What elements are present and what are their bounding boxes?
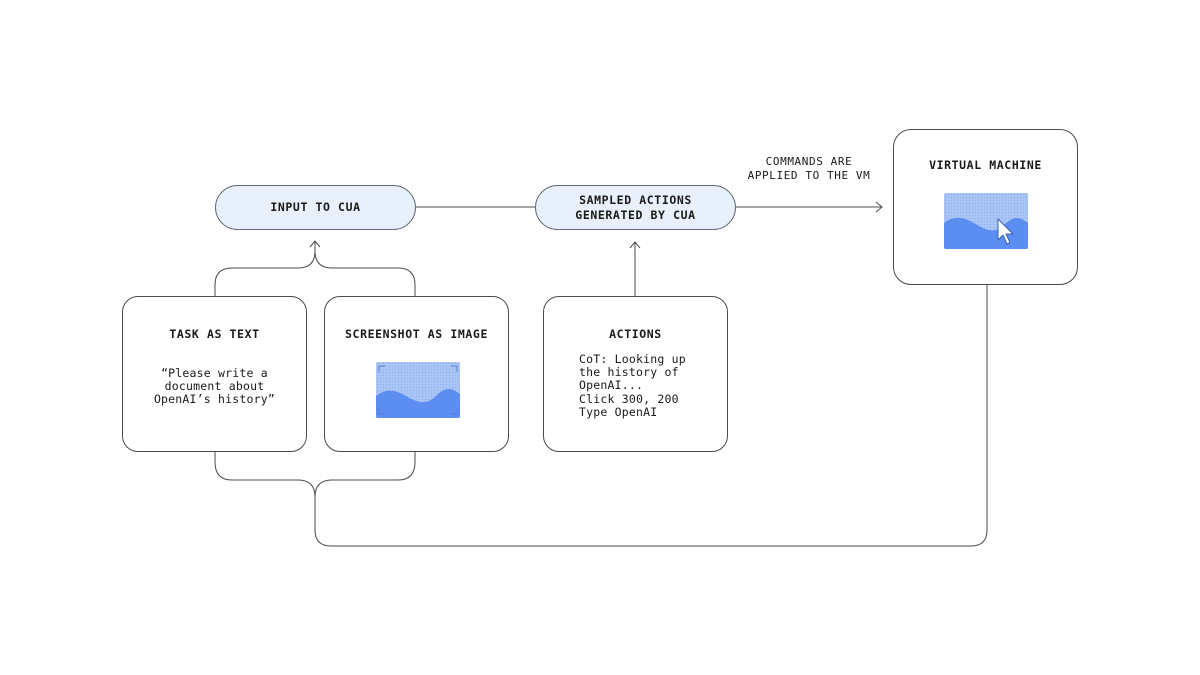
- top-brace: [214, 241, 416, 296]
- sampled-actions-pill: SAMPLED ACTIONS GENERATED BY CUA: [535, 185, 736, 230]
- landscape-image-icon: [376, 362, 460, 418]
- screenshot-as-image-card: SCREENSHOT AS IMAGE: [324, 296, 509, 452]
- mouse-cursor-icon: [997, 218, 1014, 245]
- input-to-cua-pill: INPUT TO CUA: [215, 185, 416, 230]
- task-as-text-card: TASK AS TEXT “Please write a document ab…: [122, 296, 307, 452]
- arrowhead-sampled: [629, 241, 641, 249]
- feedback-loop: [314, 284, 988, 547]
- screen-with-cursor-icon: [944, 193, 1028, 249]
- actions-card-body: CoT: Looking up the history of OpenAI...…: [579, 352, 686, 419]
- task-card-title: TASK AS TEXT: [169, 327, 260, 341]
- commands-applied-label: COMMANDS ARE APPLIED TO THE VM: [747, 155, 871, 182]
- arrowhead-input: [309, 240, 321, 248]
- virtual-machine-card: VIRTUAL MACHINE: [893, 129, 1078, 285]
- actions-card: ACTIONS CoT: Looking up the history of O…: [543, 296, 728, 452]
- bottom-brace: [214, 452, 416, 498]
- arrowhead-vm: [875, 201, 883, 213]
- task-card-body: “Please write a document about OpenAI’s …: [153, 366, 276, 407]
- screenshot-card-title: SCREENSHOT AS IMAGE: [345, 327, 488, 341]
- actions-card-title: ACTIONS: [609, 327, 662, 341]
- vm-card-title: VIRTUAL MACHINE: [929, 158, 1042, 172]
